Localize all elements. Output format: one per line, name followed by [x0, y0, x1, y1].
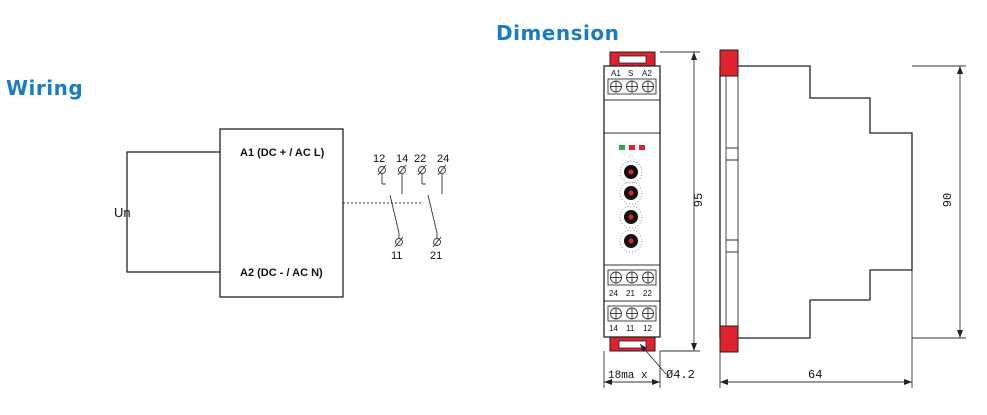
contact-label-12: 12 [373, 153, 385, 165]
front-body [603, 65, 661, 338]
contact-set-1 [381, 174, 403, 238]
adjust-knob-1 [619, 160, 643, 184]
terminal-a1-front: A1 [611, 69, 621, 78]
side-top-clip [719, 49, 739, 77]
dimension-heading: Dimension [496, 21, 620, 45]
depth-side-value: 64 [808, 368, 822, 382]
wiring-diagram: Un A1 (DC + / AC L) A2 (DC - / AC N) 12 … [114, 128, 449, 298]
middle-screws [607, 269, 657, 286]
dimension-95 [660, 51, 700, 352]
terminal-21-front: 21 [626, 289, 635, 298]
top-clip-slot [618, 55, 647, 64]
contact-label-24: 24 [437, 153, 449, 165]
height-side-value: 90 [941, 193, 955, 207]
side-view: 90 64 [719, 49, 966, 388]
terminal-a2-label: A2 (DC - / AC N) [240, 267, 323, 279]
front-view: A1 S A2 [603, 51, 706, 388]
terminal-12-front: 12 [643, 324, 652, 333]
side-profile [738, 65, 913, 339]
wiring-heading: Wiring [6, 76, 84, 100]
contact-set-2 [421, 174, 443, 238]
contact-terminals-bottom [394, 236, 442, 248]
supply-label: Un [114, 205, 131, 220]
terminal-a1-label: A1 (DC + / AC L) [240, 147, 325, 159]
bottom-screws [607, 305, 657, 322]
terminal-24-front: 24 [609, 289, 618, 298]
height-front-value: 95 [692, 193, 706, 207]
led-red-1 [629, 145, 635, 150]
dimension-64 [719, 270, 913, 388]
contact-label-14: 14 [396, 153, 408, 165]
supply-wire [126, 151, 220, 273]
led-red-2 [639, 145, 645, 150]
width-front-value: 18ma x [608, 370, 648, 382]
dimension-width [603, 351, 661, 388]
contact-terminals-top [377, 164, 447, 176]
terminal-22-front: 22 [643, 289, 652, 298]
adjust-knob-4 [619, 229, 643, 253]
top-screws [607, 78, 657, 95]
contact-label-11: 11 [391, 250, 402, 262]
contact-label-21: 21 [430, 250, 442, 262]
hole-diameter-value: Ø4.2 [666, 368, 695, 382]
adjust-knob-2 [619, 181, 643, 205]
terminal-s-front: S [628, 69, 633, 78]
side-bottom-clip [719, 325, 739, 353]
relay-box [219, 128, 344, 298]
terminal-11-front: 11 [626, 324, 635, 333]
bottom-clip-slot [618, 340, 647, 349]
led-green [619, 145, 625, 150]
contact-label-22: 22 [414, 153, 426, 165]
dimension-90 [912, 65, 966, 339]
terminal-a2-front: A2 [642, 69, 652, 78]
adjust-knob-3 [619, 205, 643, 229]
terminal-14-front: 14 [609, 324, 618, 333]
